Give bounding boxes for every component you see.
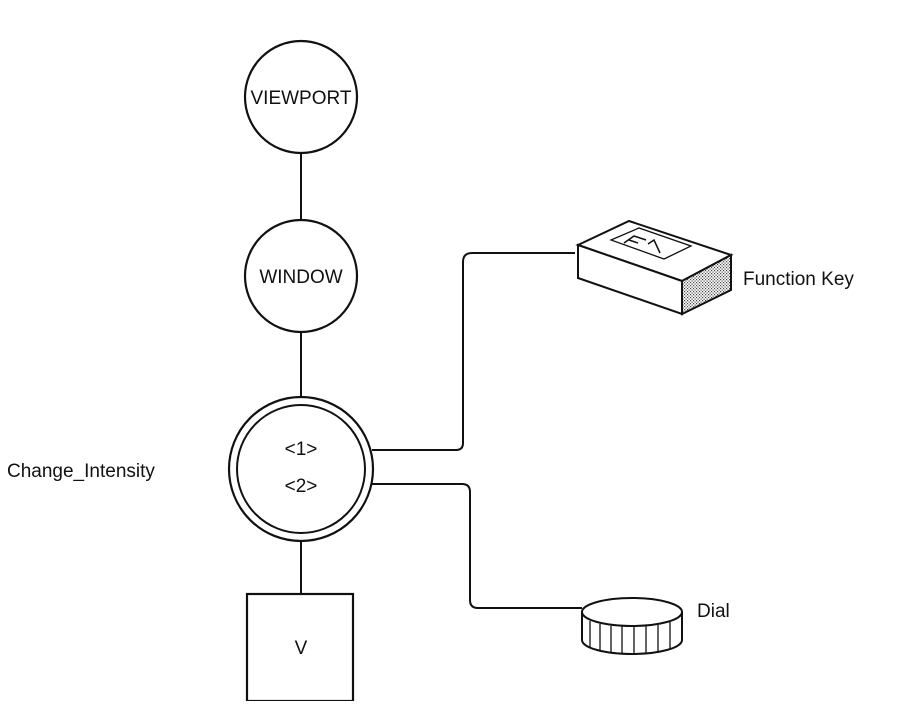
viewport-node: VIEWPORT bbox=[243, 39, 359, 155]
connectors bbox=[300, 153, 582, 609]
window-node: WINDOW bbox=[243, 218, 359, 334]
change-intensity-node: <1> <2> bbox=[227, 395, 375, 543]
input-1-label: <1> bbox=[285, 439, 318, 460]
function-key-icon bbox=[575, 219, 734, 316]
viewport-label: VIEWPORT bbox=[251, 88, 352, 109]
edge-input1-function-key bbox=[372, 252, 575, 451]
view-box: V bbox=[245, 592, 355, 703]
function-key-label: Function Key bbox=[743, 269, 854, 290]
dial-label: Dial bbox=[697, 601, 730, 622]
view-label: V bbox=[295, 638, 308, 659]
window-label: WINDOW bbox=[259, 267, 342, 288]
input-2-label: <2> bbox=[285, 476, 318, 497]
change-intensity-label: Change_Intensity bbox=[7, 461, 155, 482]
edge-input2-dial bbox=[372, 483, 582, 609]
dial-icon bbox=[581, 597, 683, 655]
